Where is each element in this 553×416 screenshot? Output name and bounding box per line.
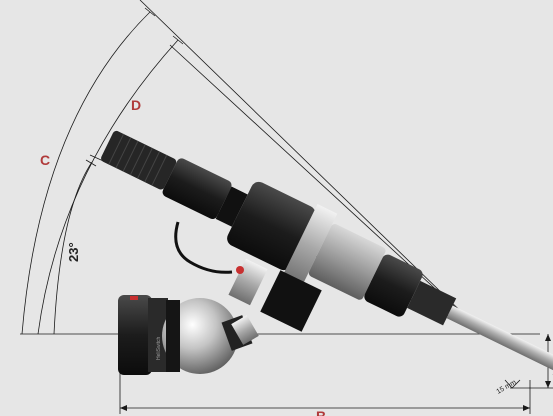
offset-bracket [504, 379, 521, 389]
torch-assembly [101, 130, 553, 381]
front-body [364, 254, 423, 317]
mount-cylinder [118, 295, 152, 375]
label-c: C [40, 152, 50, 168]
label-d: D [131, 97, 141, 113]
label-angle: 23° [66, 242, 81, 262]
svg-text:HeliSwitch: HeliSwitch [156, 336, 162, 360]
lower-bracket [260, 270, 322, 332]
rotary-mount: HeliSwitch [118, 295, 259, 375]
arc-angle [53, 161, 93, 335]
metal-clamp [281, 204, 338, 288]
grey-housing [308, 224, 386, 300]
label-b: B [316, 408, 326, 416]
rear-thread [101, 130, 177, 190]
torch-tube [446, 305, 553, 371]
arc-d [37, 39, 179, 335]
red-cap-icon [236, 266, 244, 274]
angled-line-long [139, 0, 481, 331]
arc-c [21, 11, 151, 335]
ball-joint [162, 298, 238, 374]
cable [174, 221, 233, 274]
angled-line-d [169, 44, 481, 331]
connector-body [162, 158, 232, 220]
main-body [227, 181, 316, 271]
red-marker-icon [130, 296, 138, 300]
